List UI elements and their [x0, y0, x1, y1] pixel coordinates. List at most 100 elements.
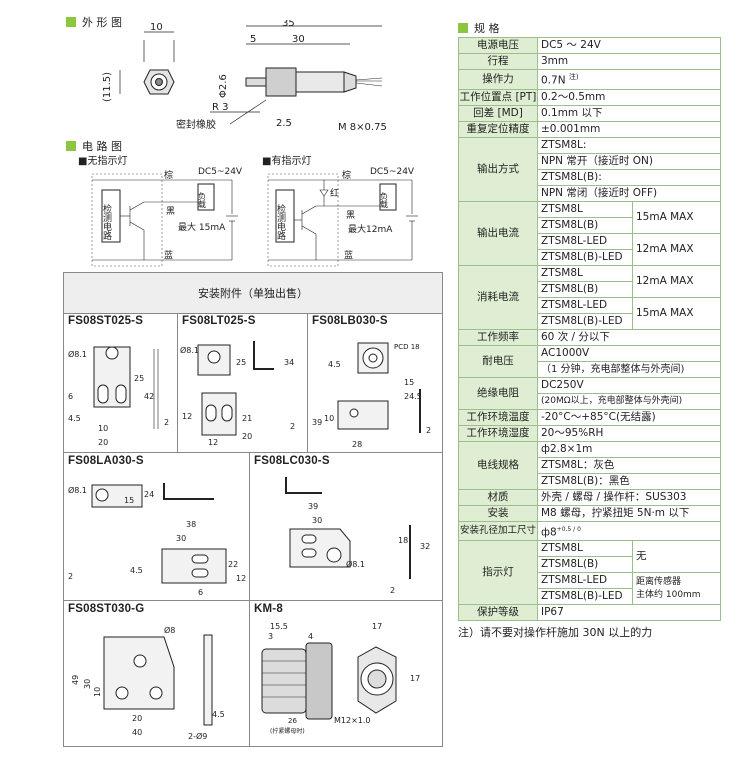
- spec-value: 距离传感器主体约 100mm: [632, 572, 721, 605]
- dim: 4.5: [68, 414, 81, 423]
- model-cell: ZTSM8L: [537, 200, 633, 218]
- km-8-drawing: 15.5 3 4 17 26 (拧紧螺母时) M12×1.0 17: [261, 622, 420, 735]
- dim: 24: [144, 490, 154, 499]
- note-mark: 注): [568, 73, 579, 81]
- spec-value: 0.1mm 以下: [537, 104, 721, 122]
- model-cell: ZTSM8L(B)-LED: [537, 588, 633, 605]
- dim: 3: [268, 632, 273, 641]
- spec-value: DC250V: [537, 376, 721, 394]
- dim-35: 35: [282, 20, 295, 29]
- dim: 12: [236, 574, 246, 583]
- spec-value: M8 螺母，拧紧扭矩 5N·m 以下: [537, 504, 721, 522]
- spec-heading: 规 格: [458, 20, 500, 36]
- model-fs08la030-s: FS08LA030-S Ø8.1 15 24 38 30 22 12 4.5 6…: [64, 453, 250, 601]
- blue-label-right: 蓝: [344, 249, 353, 261]
- dim: 4.5: [328, 360, 341, 369]
- dim: 15.5: [270, 622, 288, 631]
- fs08lb030-s-drawing: PCD 18 4.5 15 24.5 39 10 28 2: [312, 342, 431, 449]
- model-name: FS08ST030-G: [68, 603, 145, 615]
- model-fs08lc030-s: FS08LC030-S 39 30 Ø8.1 18 32 2: [250, 453, 442, 601]
- model-cell: ZTSM8L(B)-LED: [537, 312, 633, 330]
- dim: 40: [132, 728, 142, 737]
- red-label: 红: [330, 187, 339, 199]
- dim: 17: [410, 674, 420, 683]
- accessories-title: 安装附件（单独出售）: [64, 273, 442, 314]
- spec-label: 工作位置点 [PT]: [458, 88, 538, 106]
- load-label-right: 负载: [380, 191, 389, 209]
- spec-value: ZTSM8L(B):: [537, 168, 721, 186]
- dim: 12: [182, 412, 192, 421]
- fs08la030-s-drawing: Ø8.1 15 24 38 30 22 12 4.5 6 2: [68, 483, 246, 597]
- model-cell: ZTSM8L-LED: [537, 572, 633, 589]
- load-label: 负载: [198, 191, 207, 209]
- brown-label: 棕: [164, 169, 173, 181]
- dim: 39: [308, 502, 318, 511]
- spec-label: 操作力: [458, 69, 538, 90]
- circuit-heading: 电 路 图: [66, 138, 122, 154]
- outline-drawing: 10 (11.5) 35 5 30 Φ2.6 R 3 密封橡胶 2.5 M 8×…: [102, 20, 387, 133]
- spec-value: -20°C～+85°C(无结露): [537, 408, 721, 426]
- dim-r3: R 3: [212, 102, 229, 113]
- dim: 10: [93, 687, 102, 697]
- spec-label: 保护等级: [458, 604, 538, 621]
- dim: 2: [426, 426, 431, 435]
- dim: 17: [372, 622, 382, 631]
- dc-label: DC5~24V: [198, 167, 243, 177]
- model-cell: ZTSM8L(B)-LED: [537, 248, 633, 266]
- end-view: 10 (11.5): [102, 22, 175, 102]
- spec-value: NPN 常闭（接近时 OFF): [537, 184, 721, 202]
- spec-value: NPN 常开（接近时 ON): [537, 152, 721, 170]
- value-text: 距离传感器: [636, 576, 682, 587]
- spec-label: 工作频率: [458, 328, 538, 346]
- value-text: 主体约 100mm: [636, 589, 701, 600]
- dim: 32: [420, 542, 430, 551]
- dim-30: 30: [292, 34, 305, 45]
- dim: 4.5: [212, 710, 225, 719]
- dim: Ø8: [164, 625, 175, 635]
- spec-label: 安装: [458, 504, 538, 522]
- dim: 25: [236, 358, 246, 367]
- dim: 26: [288, 717, 297, 725]
- max-right-label: 最大12mA: [348, 223, 393, 235]
- spec-label: 输出方式: [458, 136, 538, 202]
- spec-value: 3mm: [537, 53, 721, 70]
- dim: 28: [352, 440, 362, 449]
- dim: 10: [324, 414, 334, 423]
- max-left-label: 最大 15mA: [178, 221, 226, 233]
- spec-value: ZTSM8L：灰色: [537, 456, 721, 474]
- spec-value: 无: [632, 540, 721, 573]
- dim-2-5: 2.5: [276, 118, 292, 129]
- dim: 4: [308, 632, 313, 641]
- dim: (拧紧螺母时): [270, 727, 305, 735]
- model-cell: ZTSM8L: [537, 264, 633, 282]
- dim: 6: [68, 392, 73, 401]
- spec-label: 材质: [458, 488, 538, 506]
- dim: 34: [284, 358, 294, 367]
- dim: 10: [98, 424, 108, 433]
- dim-phi-2-6: Φ2.6: [218, 74, 229, 98]
- footnote: 注）请不要对操作杆施加 30N 以上的力: [458, 626, 653, 639]
- spec-value: 15mA MAX: [632, 200, 721, 234]
- dim: 20: [98, 438, 108, 447]
- dim: 15: [124, 496, 134, 505]
- spec-label: 电源电压: [458, 37, 538, 54]
- table-row: ZTSM8L(B): [459, 556, 721, 573]
- dim: 30: [83, 679, 92, 689]
- model-name: KM-8: [254, 603, 283, 615]
- table-row: 重复定位精度±0.001mm: [458, 120, 721, 138]
- dim: PCD 18: [394, 343, 420, 351]
- spec-value: ф8+0.5 / 0: [537, 520, 721, 541]
- spec-title: 规 格: [474, 22, 500, 35]
- detect-label-right: 检测电路: [275, 203, 286, 241]
- spec-value: 外壳 / 螺母 / 操作杆：SUS303: [537, 488, 721, 506]
- spec-value: 60 次 / 分以下: [537, 328, 721, 346]
- model-fs08st030-g: FS08ST030-G Ø8 49 30 10 20 40 4.5 2-Ø9: [64, 601, 250, 746]
- dim: 24.5: [404, 392, 422, 401]
